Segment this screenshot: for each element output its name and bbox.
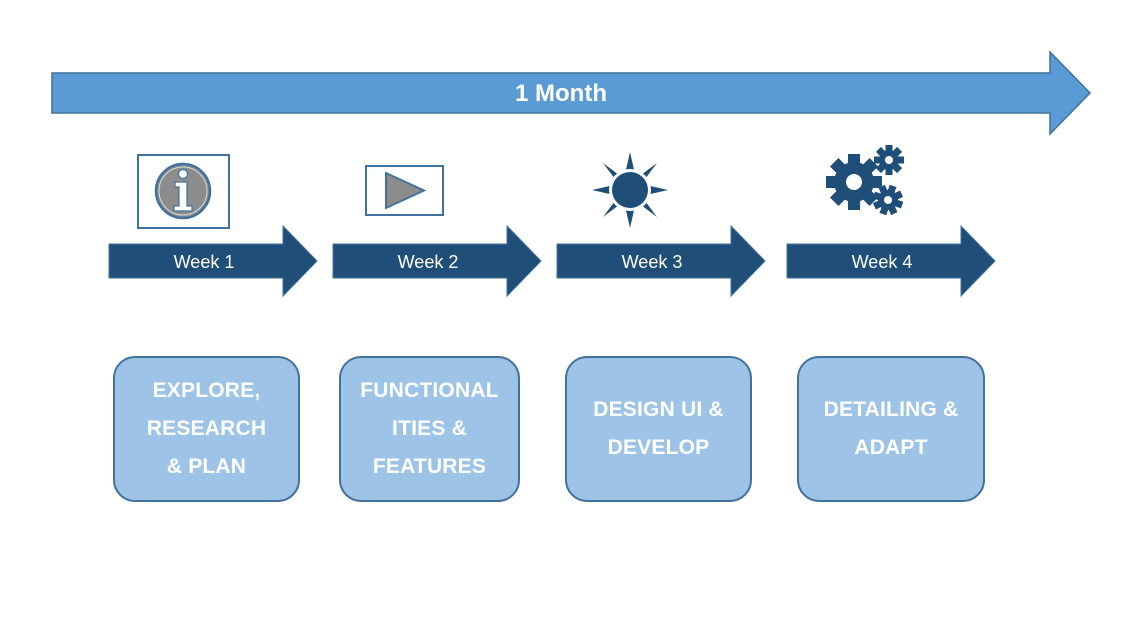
week-3-label: Week 3 [621, 252, 683, 272]
phase-3-line-1: DESIGN UI & [593, 398, 724, 421]
gears-icon [826, 145, 904, 216]
info-icon [137, 154, 230, 229]
phase-box-2: FUNCTIONAL ITIES & FEATURES [339, 356, 520, 502]
week-1-arrow [108, 224, 318, 298]
week-1-label: Week 1 [173, 252, 235, 272]
phase-box-4: DETAILING & ADAPT [797, 356, 985, 502]
phase-box-1: EXPLORE, RESEARCH & PLAN [113, 356, 300, 502]
phase-1-line-3: & PLAN [166, 455, 247, 478]
week-4-label: Week 4 [851, 252, 913, 272]
week-2-arrow [332, 224, 542, 298]
phase-1-line-1: EXPLORE, [152, 379, 261, 402]
phase-2-line-3: FEATURES [372, 455, 487, 478]
phase-2-line-2: ITIES & [392, 417, 467, 440]
week-2-label: Week 2 [397, 252, 459, 272]
phase-4-line-2: ADAPT [854, 436, 928, 459]
play-icon [365, 165, 444, 216]
sun-icon [592, 152, 668, 228]
week-3-arrow [556, 224, 766, 298]
week-4-arrow [786, 224, 996, 298]
phase-2-line-1: FUNCTIONAL [360, 379, 499, 402]
phase-1-line-2: RESEARCH [146, 417, 267, 440]
phase-box-3: DESIGN UI & DEVELOP [565, 356, 752, 502]
phase-3-line-2: DEVELOP [607, 436, 710, 459]
month-label: 1 Month [515, 80, 607, 107]
phase-4-line-1: DETAILING & [823, 398, 959, 421]
